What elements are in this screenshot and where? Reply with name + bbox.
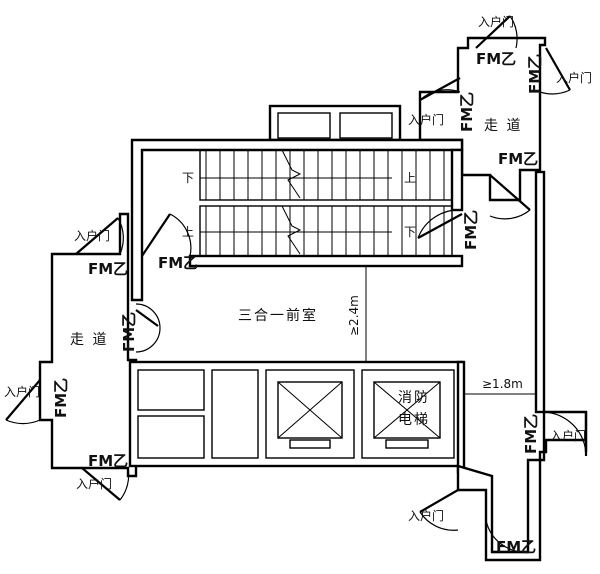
anteroom-width-dim: ≥2.4m: [347, 295, 361, 336]
fire-door-label-3: FM乙: [458, 92, 476, 132]
elevator-marks: [277, 381, 441, 449]
fire-door-label-4: FM乙: [498, 150, 538, 168]
fire-door-label-5: FM乙: [462, 210, 480, 250]
stair-flight-bottom: [199, 205, 453, 257]
stair-wall-right: [450, 148, 464, 212]
shaft-cell-1: [137, 369, 205, 411]
entry-door-label-4: 入户门: [74, 228, 110, 243]
utility-cell-2: [339, 112, 393, 139]
fire-door-label-6: FM乙: [158, 254, 198, 272]
entry-door-label-8: 入户门: [408, 508, 444, 523]
entry-door-label-5: 入户门: [4, 384, 40, 399]
elevator-shaft-1: [265, 369, 355, 459]
fire-door-label-9: FM乙: [52, 378, 70, 418]
entry-door-label-6: 入户门: [76, 476, 112, 491]
fire-door-label-7: FM乙: [88, 260, 128, 278]
stair-up-label-top: 上: [404, 171, 416, 185]
stair-break-top: [281, 149, 302, 199]
walls: [38, 36, 588, 562]
fire-elevator-label-2: 电梯: [398, 412, 430, 428]
fire-elevator-label-1: 消防: [398, 390, 430, 406]
stair-wall-bottom: [188, 254, 464, 268]
corridor-width-dim: ≥1.8m: [482, 377, 523, 391]
labels: 走 道 走 道 三合一前室 消防 电梯 入户门 入户门 入户门 入户门 入户门 …: [4, 14, 592, 556]
corridor-top-wall: [418, 36, 547, 202]
fire-door-label-8: FM乙: [120, 312, 138, 352]
shaft-cell-3: [211, 369, 259, 459]
doors: [5, 15, 588, 554]
elevator-shaft-2: [361, 369, 455, 459]
shaft-cell-2: [137, 415, 205, 459]
fire-door-label-1: FM乙: [476, 50, 516, 68]
corridor-label-right: 走 道: [484, 118, 522, 134]
stair-wall-top: [130, 138, 464, 302]
stair-down-label-bottom: 下: [404, 225, 416, 239]
corridor-right-wall-lower: [456, 360, 466, 474]
corridor-right-wall-inner: [534, 170, 546, 414]
entry-door-label-1: 入户门: [478, 14, 514, 29]
fire-door-label-2: FM乙: [526, 54, 544, 94]
stair-flight-top: [199, 149, 453, 201]
stair-break-bottom: [281, 205, 302, 255]
utility-box-top: [268, 104, 402, 142]
entry-door-label-7: 入户门: [550, 428, 586, 443]
corridor-label-left: 走 道: [70, 332, 108, 348]
stair: 下 上 上 下: [182, 149, 453, 257]
utility-cell-1: [277, 112, 331, 139]
fire-door-label-12: FM乙: [496, 538, 536, 556]
entry-door-label-2: 入户门: [556, 70, 592, 85]
stair-down-label-top: 下: [182, 171, 194, 185]
corridor-left-floor: [58, 260, 120, 462]
anteroom-label: 三合一前室: [238, 307, 318, 324]
fire-door-label-10: FM乙: [88, 452, 128, 470]
dimensions: ≥2.4m ≥1.8m: [347, 265, 537, 400]
fire-door-label-11: FM乙: [522, 414, 540, 454]
entry-door-label-3: 入户门: [408, 112, 444, 127]
